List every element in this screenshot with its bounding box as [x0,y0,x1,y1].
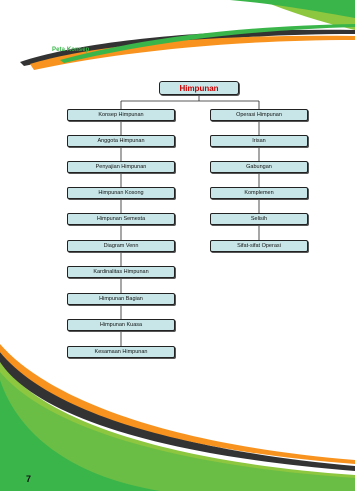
node-irisan: Irisan [210,135,308,147]
node-penyajian-himpunan: Penyajian Himpunan [67,161,175,173]
node-anggota-himpunan: Anggota Himpunan [67,135,175,147]
node-himpunan-bagian: Himpunan Bagian [67,293,175,305]
bottom-dark-swoosh [0,352,355,471]
node-konsep-himpunan: Konsep Himpunan [67,109,175,121]
node-himpunan-semesta: Himpunan Semesta [67,213,175,225]
node-komplemen: Komplemen [210,187,308,199]
node-gabungan: Gabungan [210,161,308,173]
root-node-himpunan: Himpunan [159,81,239,95]
node-kardinalitas-himpunan: Kardinalitas Himpunan [67,266,175,278]
node-selisih: Selisih [210,213,308,225]
node-himpunan-kuasa: Himpunan Kuasa [67,319,175,331]
node-diagram-venn: Diagram Venn [67,240,175,252]
node-himpunan-kosong: Himpunan Kosong [67,187,175,199]
page-number: 7 [26,474,32,484]
node-kesamaan-himpunan: Kesamaan Himpunan [67,346,175,358]
section-label: Peta Konsep [52,47,90,53]
node-operasi-himpunan: Operasi Himpunan [210,109,308,121]
node-sifat-sifat-operasi: Sifat-sifat Operasi [210,240,308,252]
